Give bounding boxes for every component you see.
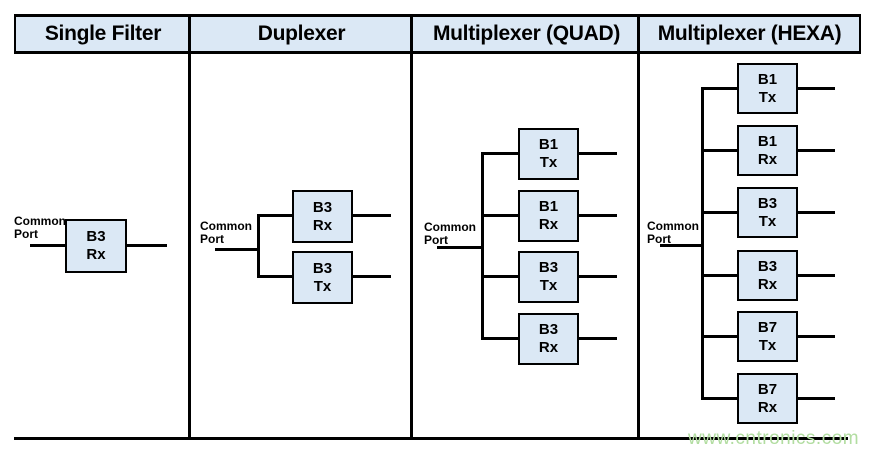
band-label: B1 <box>757 70 778 88</box>
connector-line <box>702 149 737 152</box>
filter-box: B3 Tx <box>292 251 353 304</box>
band-label: B3 <box>86 228 106 245</box>
filter-box: B7 Tx <box>737 311 798 362</box>
band-label: B7 <box>757 318 778 336</box>
connector-line <box>579 337 617 340</box>
mode-label: Rx <box>538 216 559 233</box>
mode-label: Tx <box>539 277 558 294</box>
connector-line <box>798 397 835 400</box>
filter-box: B3 Rx <box>292 190 353 243</box>
filter-box: B7 Rx <box>737 373 798 424</box>
connector-line <box>482 214 518 217</box>
connector-branch <box>481 152 484 340</box>
band-label: B1 <box>538 136 559 153</box>
table-header-row: Single Filter Duplexer Multiplexer (QUAD… <box>14 14 861 54</box>
common-port-label: Common Port <box>647 219 699 246</box>
mode-label: Rx <box>757 150 778 168</box>
connector-line <box>579 275 617 278</box>
connector-line <box>660 244 704 247</box>
connector-line <box>702 397 737 400</box>
mode-label: Tx <box>758 88 777 106</box>
band-label: B3 <box>757 257 778 275</box>
connector-line <box>482 337 518 340</box>
connector-line <box>798 274 835 277</box>
filter-box: B3 Rx <box>737 250 798 301</box>
connector-line <box>215 248 260 251</box>
connector-line <box>702 274 737 277</box>
common-port-label: Common Port <box>14 214 66 241</box>
header-cell-multiplexer-quad: Multiplexer (QUAD) <box>432 22 621 45</box>
column-divider-2 <box>410 14 413 440</box>
mode-label: Rx <box>757 275 778 293</box>
connector-line <box>353 214 391 217</box>
mode-label: Tx <box>758 212 777 230</box>
column-divider-1 <box>188 14 191 440</box>
common-port-label: Common Port <box>424 220 476 247</box>
filter-box: B1 Rx <box>518 190 579 242</box>
connector-line <box>798 149 835 152</box>
connector-line <box>579 152 617 155</box>
header-cell-single-filter: Single Filter <box>44 22 162 45</box>
mode-label: Rx <box>757 398 778 416</box>
mode-label: Tx <box>539 154 558 171</box>
band-label: B1 <box>757 132 778 150</box>
band-label: B3 <box>538 259 559 276</box>
table-bottom-border <box>14 437 848 440</box>
connector-line <box>702 211 737 214</box>
connector-line <box>798 335 835 338</box>
filter-box: B3 Rx <box>518 313 579 365</box>
connector-line <box>258 275 294 278</box>
band-label: B3 <box>312 259 333 277</box>
connector-branch <box>257 214 260 278</box>
connector-line <box>353 275 391 278</box>
filter-box: B3 Tx <box>518 251 579 303</box>
common-port-label: Common Port <box>200 219 252 246</box>
connector-line <box>798 211 835 214</box>
filter-box: B1 Tx <box>518 128 579 180</box>
watermark-text: www.cntronics.com <box>688 428 860 449</box>
connector-line <box>482 275 518 278</box>
connector-line <box>30 244 66 247</box>
connector-line <box>258 214 294 217</box>
band-label: B1 <box>538 198 559 215</box>
connector-branch <box>701 87 704 400</box>
band-label: B7 <box>757 380 778 398</box>
connector-line <box>482 152 518 155</box>
connector-line <box>437 246 484 249</box>
filter-box: B1 Rx <box>737 125 798 176</box>
filter-box: B3 Tx <box>737 187 798 238</box>
connector-line <box>127 244 167 247</box>
connector-line <box>579 214 617 217</box>
mode-label: Rx <box>538 339 559 356</box>
column-divider-3 <box>637 14 640 440</box>
band-label: B3 <box>757 194 778 212</box>
mode-label: Rx <box>86 246 106 263</box>
mode-label: Tx <box>758 336 777 354</box>
band-label: B3 <box>538 321 559 338</box>
mode-label: Tx <box>313 277 332 295</box>
connector-line <box>798 87 835 90</box>
filter-box: B3 Rx <box>65 219 127 273</box>
mode-label: Rx <box>312 216 333 234</box>
connector-line <box>702 335 737 338</box>
connector-line <box>702 87 737 90</box>
band-label: B3 <box>312 198 333 216</box>
header-cell-duplexer: Duplexer <box>257 22 346 45</box>
filter-box: B1 Tx <box>737 63 798 114</box>
header-cell-multiplexer-hexa: Multiplexer (HEXA) <box>657 22 842 45</box>
